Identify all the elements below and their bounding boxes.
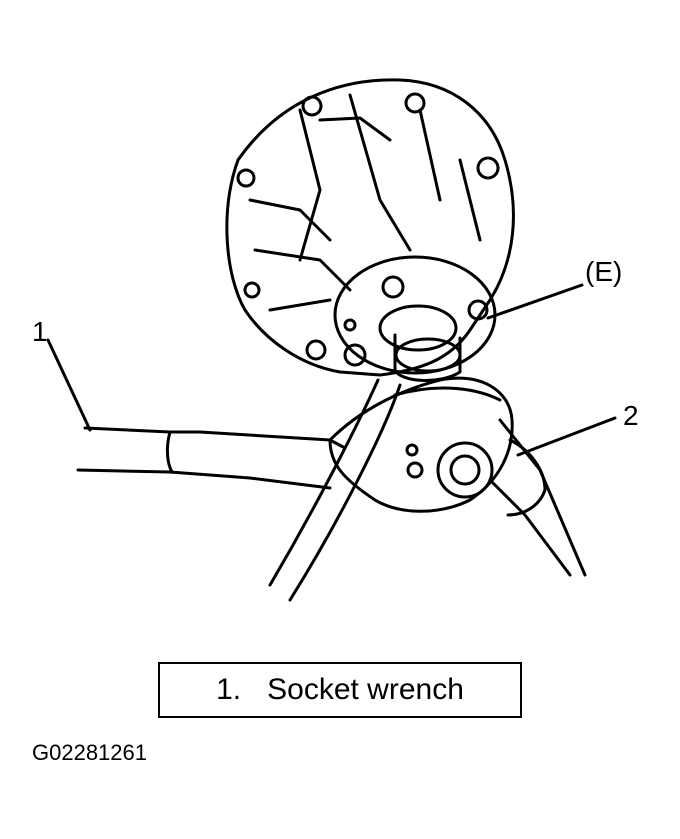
leader-line-2 bbox=[516, 416, 617, 457]
socket-wrench bbox=[76, 376, 514, 513]
callout-label-2: 2 bbox=[623, 400, 639, 431]
figure-code: G02281261 bbox=[32, 740, 147, 765]
legend-label: Socket wrench bbox=[267, 673, 464, 706]
pinion-nut-socket bbox=[393, 333, 462, 382]
socket-wrench-illustration bbox=[46, 78, 617, 602]
callout-label-1: 1 bbox=[32, 316, 48, 347]
legend-box: 1. Socket wrench bbox=[158, 662, 522, 718]
differential-housing bbox=[225, 78, 515, 377]
leader-line-e bbox=[486, 283, 584, 320]
callout-label-e: (E) bbox=[585, 256, 623, 287]
holding-tool bbox=[268, 378, 587, 602]
companion-flange bbox=[333, 255, 497, 375]
leader-line-1 bbox=[46, 338, 92, 432]
legend-number: 1. bbox=[216, 673, 242, 706]
